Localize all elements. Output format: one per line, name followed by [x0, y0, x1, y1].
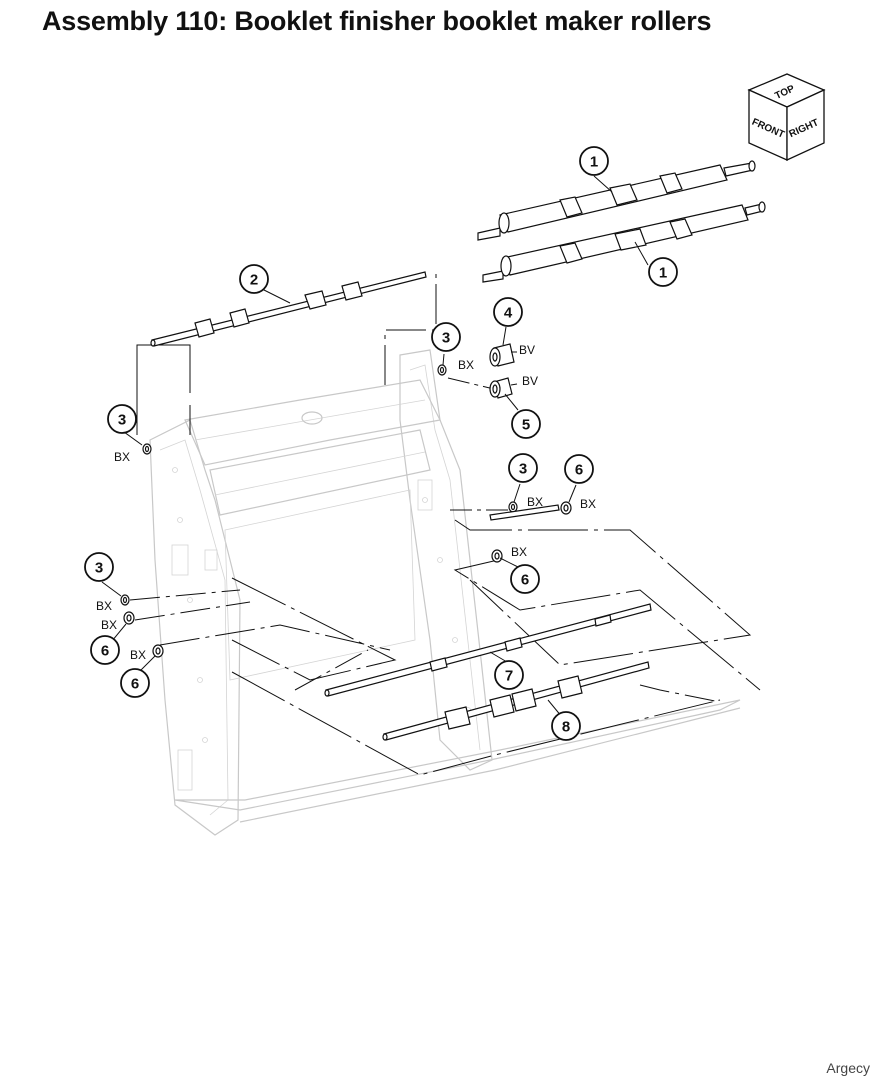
svg-text:6: 6: [575, 462, 583, 479]
callout-3-left-middle[interactable]: 3: [84, 552, 114, 582]
svg-text:2: 2: [250, 272, 258, 289]
callout-6-left-middle[interactable]: 6: [90, 635, 120, 665]
callout-4[interactable]: 4: [493, 297, 523, 327]
ring-part-3-a[interactable]: [142, 443, 152, 455]
code-label-bx: BX: [511, 545, 527, 559]
bearing-part-4[interactable]: [489, 343, 515, 367]
svg-text:7: 7: [505, 668, 513, 685]
code-label-bx: BX: [96, 599, 112, 613]
code-label-bx: BX: [580, 497, 596, 511]
callout-6-left-bottom[interactable]: 6: [120, 668, 150, 698]
ring-part-3-d[interactable]: [120, 594, 130, 606]
svg-text:6: 6: [131, 676, 139, 693]
svg-text:3: 3: [95, 560, 103, 577]
callout-6-right-top[interactable]: 6: [564, 454, 594, 484]
explosion-guide-lines: [129, 268, 761, 776]
ring-part-6-c[interactable]: [123, 611, 135, 625]
ring-part-6-d[interactable]: [152, 644, 164, 658]
svg-text:4: 4: [504, 305, 513, 322]
roller-part-1-upper[interactable]: [477, 160, 756, 241]
leader-lines: [101, 175, 649, 718]
svg-text:8: 8: [562, 719, 570, 736]
callout-7[interactable]: 7: [494, 660, 524, 690]
finisher-frame: [149, 349, 741, 836]
orientation-cube-icon: TOP FRONT RIGHT: [747, 73, 826, 162]
code-label-bx: BX: [130, 648, 146, 662]
roller-part-1-lower[interactable]: [482, 201, 766, 283]
code-label-bx: BX: [458, 358, 474, 372]
shaft-part-7[interactable]: [324, 603, 652, 697]
callout-3-left-top[interactable]: 3: [107, 404, 137, 434]
callout-6-right-middle[interactable]: 6: [510, 564, 540, 594]
callout-3-right-middle[interactable]: 3: [508, 453, 538, 483]
ring-part-6-a[interactable]: [560, 501, 572, 515]
svg-text:6: 6: [521, 572, 529, 589]
short-shaft: [489, 504, 560, 521]
svg-text:3: 3: [118, 412, 126, 429]
part-code-labels: BV BV BX BX BX BX BX BX BX BX: [96, 343, 596, 662]
shaft-part-8[interactable]: [382, 661, 650, 741]
svg-text:6: 6: [101, 643, 109, 660]
code-label-bv: BV: [519, 343, 535, 357]
code-label-bx: BX: [527, 495, 543, 509]
callout-2[interactable]: 2: [239, 264, 269, 294]
svg-text:1: 1: [590, 154, 598, 171]
code-label-bx: BX: [101, 618, 117, 632]
ring-part-3-c[interactable]: [508, 501, 518, 513]
shaft-part-2[interactable]: [150, 271, 427, 347]
code-label-bv: BV: [522, 374, 538, 388]
ring-part-6-b[interactable]: [491, 549, 503, 563]
svg-text:3: 3: [442, 330, 450, 347]
bearing-part-5[interactable]: [489, 377, 513, 399]
svg-text:1: 1: [659, 265, 667, 282]
page-title: Assembly 110: Booklet finisher booklet m…: [42, 6, 712, 36]
svg-text:5: 5: [522, 417, 530, 434]
callout-1-upper[interactable]: 1: [579, 146, 609, 176]
callout-3-right-top[interactable]: 3: [431, 322, 461, 352]
callout-1-lower[interactable]: 1: [648, 257, 678, 287]
code-label-bx: BX: [114, 450, 130, 464]
watermark: Argecy: [826, 1060, 870, 1076]
callout-8[interactable]: 8: [551, 711, 581, 741]
callout-5[interactable]: 5: [511, 409, 541, 439]
ring-part-3-b[interactable]: [437, 364, 447, 376]
svg-text:3: 3: [519, 461, 527, 478]
